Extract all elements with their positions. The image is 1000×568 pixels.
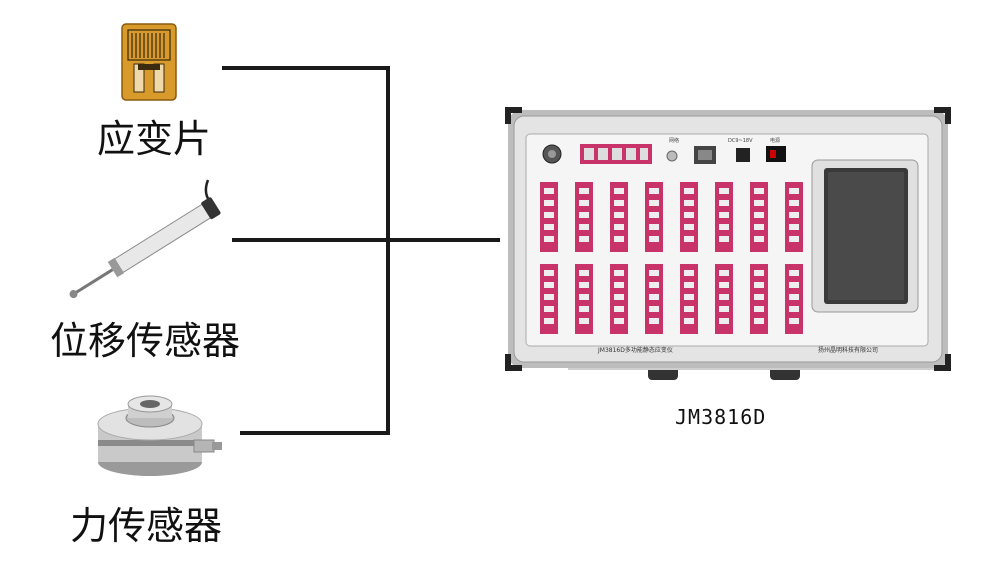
panel-network-label: 网络 — [669, 137, 679, 144]
force-sensor-icon — [97, 395, 222, 476]
terminal-screws — [544, 188, 799, 324]
strain-gauge-wire — [222, 66, 390, 240]
force-sensor-label: 力传感器 — [70, 504, 223, 548]
force-sensor-wire — [240, 240, 390, 435]
instrument-model-label: JM3816D — [675, 405, 767, 429]
strain-gauge-label: 应变片 — [97, 117, 212, 161]
connection-lines — [222, 66, 500, 435]
instrument-device — [505, 107, 951, 380]
panel-power-label: 电源 — [770, 137, 780, 144]
displacement-sensor-label: 位移传感器 — [50, 319, 241, 363]
panel-power-in-label: DC9~18V — [728, 138, 753, 144]
displacement-sensor-icon — [69, 179, 221, 299]
panel-company-text: 扬州晶明科技有限公司 — [818, 346, 878, 354]
panel-model-text: JM3816D多功能静态应变仪 — [597, 346, 673, 354]
strain-gauge-icon — [121, 23, 177, 101]
